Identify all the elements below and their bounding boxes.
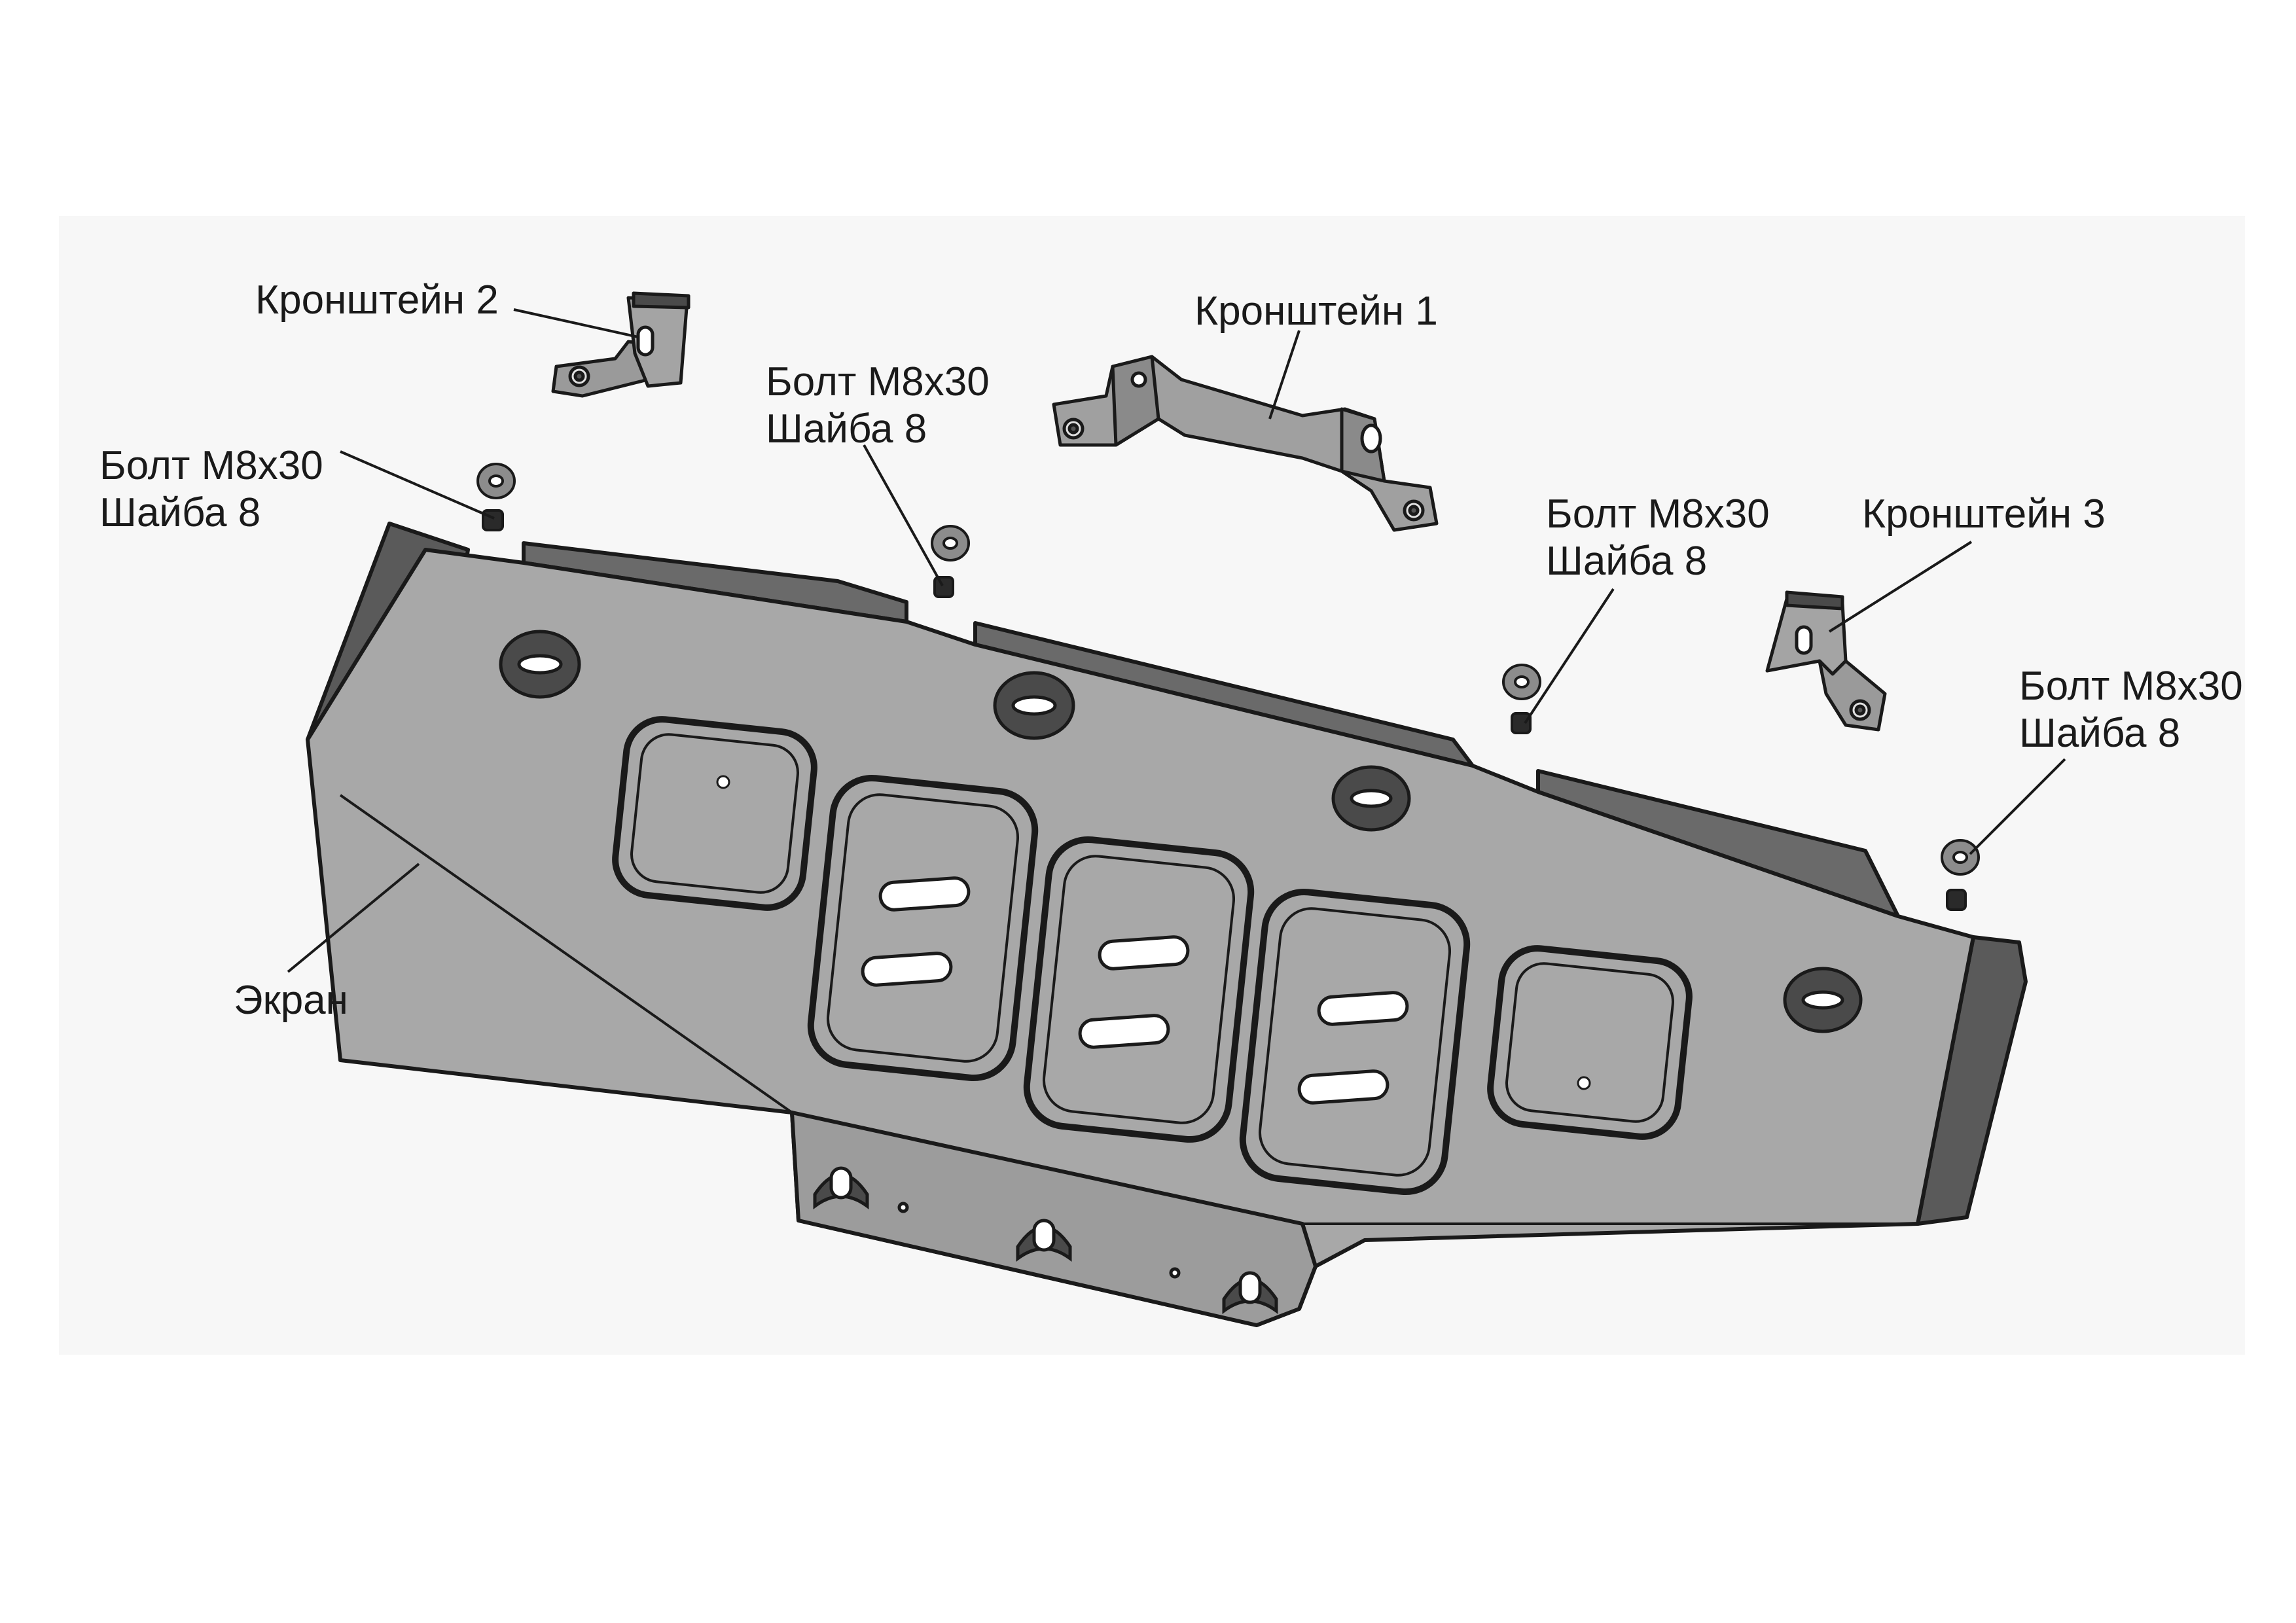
recess-slot-2 xyxy=(1023,836,1255,1143)
recess-slot-3 xyxy=(1239,888,1471,1196)
recess-square-right xyxy=(1487,945,1693,1140)
leader-bolt-c xyxy=(1524,588,1615,724)
label-bolt-c-line1: Болт М8х30 xyxy=(1546,491,1770,537)
vent-slots xyxy=(861,876,1409,1105)
label-bracket-1: Кронштейн 1 xyxy=(1194,289,1438,334)
leader-screen xyxy=(287,863,420,973)
leader-bolt-a xyxy=(340,450,495,520)
bolt-c xyxy=(1511,712,1532,734)
bolt-d xyxy=(1946,889,1967,911)
plate-recesses xyxy=(612,716,1693,1196)
bracket-2 xyxy=(551,291,691,398)
bottom-notches xyxy=(813,1166,1278,1314)
leader-bracket3 xyxy=(1828,541,1973,633)
fasteners xyxy=(476,463,1980,911)
recess-slot-1 xyxy=(807,774,1039,1082)
bolt-b xyxy=(933,576,954,598)
leader-lines xyxy=(287,308,2066,973)
skid-plate xyxy=(306,522,2028,1327)
label-bolt-a-line2: Шайба 8 xyxy=(99,490,261,535)
plate-flange-top-1 xyxy=(522,541,908,624)
leader-bolt-b xyxy=(863,444,944,586)
recess-square-left xyxy=(612,716,817,911)
label-bolt-d-line2: Шайба 8 xyxy=(2019,711,2181,756)
label-bracket-2: Кронштейн 2 xyxy=(255,277,499,323)
label-bolt-b-line1: Болт М8х30 xyxy=(766,359,990,404)
label-bracket-3: Кронштейн 3 xyxy=(1862,491,2106,537)
leader-bracket2 xyxy=(513,308,639,338)
mounting-holes xyxy=(499,630,1863,1033)
label-bolt-c-line2: Шайба 8 xyxy=(1546,539,1708,584)
label-bolt-b-line2: Шайба 8 xyxy=(766,406,927,452)
bracket-1 xyxy=(1052,355,1439,532)
label-bolt-d-line1: Болт М8х30 xyxy=(2019,664,2243,709)
plate-face xyxy=(306,548,1975,1327)
bracket-3 xyxy=(1765,590,1887,732)
leader-bracket1 xyxy=(1268,330,1300,419)
label-bolt-a-line1: Болт М8х30 xyxy=(99,443,323,488)
leader-bolt-d xyxy=(1969,758,2066,855)
label-screen: Экран xyxy=(234,978,348,1023)
